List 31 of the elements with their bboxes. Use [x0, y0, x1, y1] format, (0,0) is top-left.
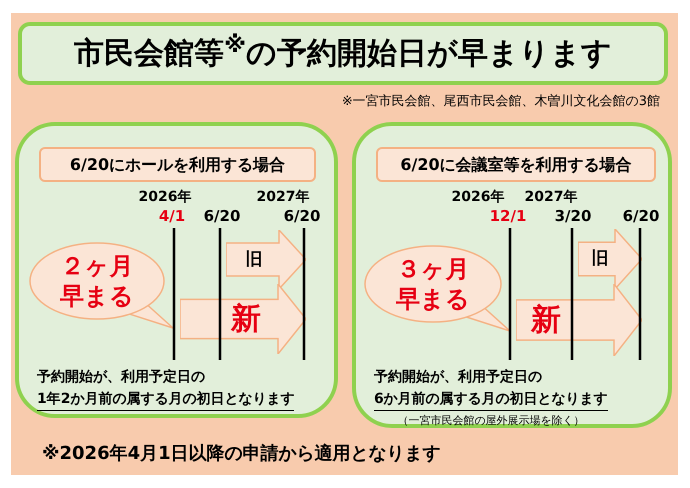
case-heading-text: 6/20にホールを利用する場合 [70, 154, 286, 176]
date-label: 12/1 [490, 206, 526, 227]
date-label: 6/20 [284, 206, 320, 227]
date-label: 2027年 [524, 188, 578, 207]
date-label: 4/1 [158, 206, 186, 227]
date-label: 2026年 [452, 188, 504, 207]
date-label: 3/20 [554, 206, 592, 227]
title-text: 市民会館等$^{※}$の予約開始日が早まります [74, 31, 612, 73]
case-heading-box [376, 147, 656, 182]
bubble-text: ２ヶ月早まる [60, 251, 134, 311]
case-panel [352, 122, 672, 428]
case-panel [15, 122, 338, 418]
description-text: 1年2か月前の属する月の初日となります [37, 388, 294, 411]
date-label: 2027年 [256, 188, 310, 207]
period-text: 旧 [246, 248, 262, 271]
case-heading-box [39, 147, 316, 182]
description-text: 6か月前の属する月の初日となります [374, 388, 608, 411]
date-label: 2026年 [138, 188, 192, 207]
bubble-text: ３ヶ月早まる [396, 254, 470, 314]
footnote-text: ※2026年4月1日以降の申請から適用となります [42, 442, 441, 466]
date-label: 6/20 [622, 206, 660, 227]
footnote-text: ※一宮市民会館、尾西市民会館、木曽川文化会館の3館 [342, 92, 660, 111]
description-text: 予約開始が、利用予定日の [37, 368, 205, 387]
exception-note: （一宮市民会館の屋外展示場を除く） [397, 414, 584, 428]
period-text: 新 [531, 302, 561, 340]
title-banner [18, 22, 668, 85]
description-text: 予約開始が、利用予定日の [374, 368, 542, 387]
period-text: 新 [231, 300, 261, 338]
period-text: 旧 [592, 247, 608, 270]
case-heading-text: 6/20に会議室等を利用する場合 [400, 154, 632, 176]
date-label: 6/20 [204, 206, 240, 227]
